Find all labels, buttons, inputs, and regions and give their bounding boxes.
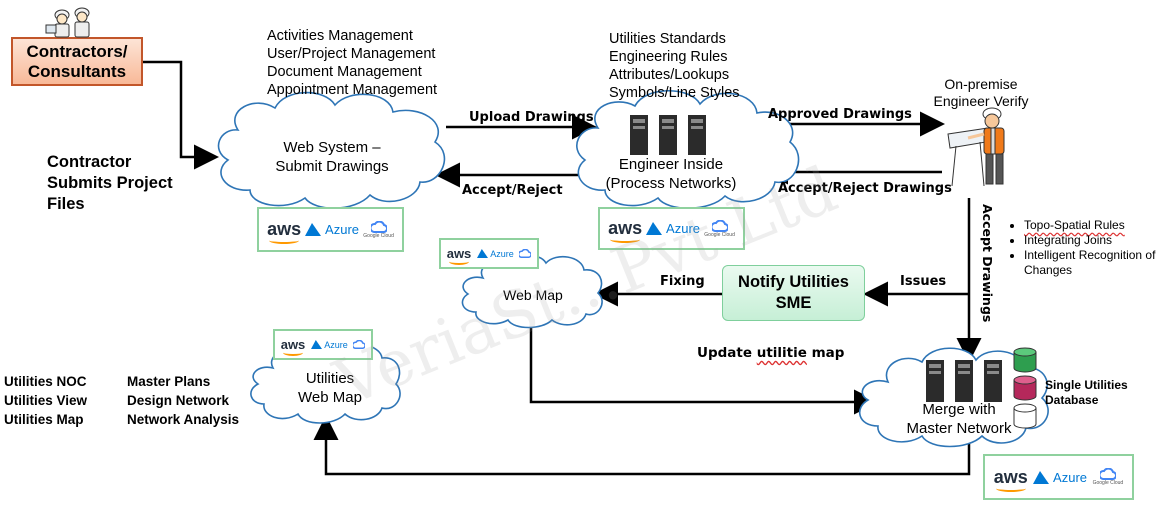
feature-document: Document Management bbox=[267, 64, 422, 80]
google-cloud-logo: Google Cloud bbox=[363, 220, 394, 239]
google-cloud-logo: Google Cloud bbox=[1093, 468, 1123, 486]
web-system-features: Activities Management User/Project Manag… bbox=[267, 27, 437, 99]
azure-icon bbox=[305, 223, 322, 236]
rule-integrating-joins: Integrating Joins bbox=[1024, 233, 1160, 248]
aws-logo: aws bbox=[267, 219, 301, 244]
item-utilities-view: Utilities View bbox=[4, 393, 88, 408]
azure-logo: Azure bbox=[1033, 470, 1087, 485]
cloud-providers-web-system: aws Azure Google Cloud bbox=[257, 207, 404, 252]
planning-list: Master Plans Design Network Network Anal… bbox=[127, 372, 239, 429]
contractor-submits-text: Contractor Submits Project Files bbox=[47, 153, 173, 213]
engineer-servers-icon bbox=[630, 115, 706, 155]
label-approved-drawings: Approved Drawings bbox=[768, 107, 912, 122]
rule-intelligent-recognition: Intelligent Recognition of Changes bbox=[1024, 248, 1160, 278]
google-cloud-icon bbox=[519, 249, 532, 258]
azure-icon bbox=[646, 222, 663, 235]
contractors-label: Contractors/ Consultants bbox=[26, 41, 128, 81]
cloud-providers-merge: aws Azure Google Cloud bbox=[983, 454, 1134, 500]
cloud-providers-utilities-web-map: aws Azure bbox=[273, 329, 373, 360]
aws-logo: aws bbox=[447, 246, 471, 265]
merge-servers-icon bbox=[926, 360, 1002, 402]
feature-user-project: User/Project Management bbox=[267, 46, 436, 62]
item-design-network: Design Network bbox=[127, 393, 230, 408]
arrow-contractor-to-web-system bbox=[143, 60, 219, 170]
item-master-plans: Master Plans bbox=[127, 374, 211, 389]
item-network-analysis: Network Analysis bbox=[127, 412, 240, 427]
google-cloud-logo bbox=[353, 340, 366, 349]
onpremise-text: On-premise Engineer Verify bbox=[933, 76, 1029, 109]
cloud-utilities-web-map-label: Utilities Web Map bbox=[298, 370, 362, 406]
azure-icon bbox=[310, 340, 322, 349]
google-cloud-logo bbox=[519, 249, 532, 258]
update-map-misspelled: utilitie bbox=[756, 345, 807, 361]
engineers-icon bbox=[45, 7, 90, 38]
feature-appointment: Appointment Management bbox=[267, 82, 438, 98]
database-label: Single Utilities Database bbox=[1045, 378, 1128, 407]
google-cloud-icon bbox=[353, 340, 366, 349]
aws-logo: aws bbox=[281, 337, 305, 356]
azure-icon bbox=[476, 249, 488, 258]
label-accept-reject: Accept/Reject bbox=[462, 183, 563, 198]
cloud-web-system-shape bbox=[217, 91, 446, 209]
engineer-drafting-icon bbox=[947, 107, 1005, 187]
label-fixing: Fixing bbox=[660, 274, 705, 289]
contractors-consultants-box: Contractors/ Consultants bbox=[11, 37, 143, 86]
utilities-list: Utilities NOC Utilities View Utilities M… bbox=[4, 372, 87, 429]
azure-logo: Azure bbox=[476, 249, 514, 259]
cloud-providers-engineer: aws Azure Google Cloud bbox=[598, 207, 745, 250]
feature-attributes-lookups: Attributes/Lookups bbox=[609, 67, 730, 83]
label-issues: Issues bbox=[900, 274, 947, 289]
feature-activities: Activities Management bbox=[267, 28, 413, 44]
feature-symbols-line-styles: Symbols/Line Styles bbox=[609, 85, 740, 101]
notify-label: Notify Utilities SME bbox=[738, 273, 849, 312]
google-cloud-icon bbox=[1099, 468, 1116, 480]
cloud-providers-web-map: aws Azure bbox=[439, 238, 539, 269]
azure-logo: Azure bbox=[305, 222, 359, 237]
label-upload-drawings: Upload Drawings bbox=[469, 110, 594, 125]
rule-topo-spatial: Topo-Spatial Rules bbox=[1024, 218, 1160, 233]
label-accept-reject-drawings: Accept/Reject Drawings bbox=[778, 181, 952, 196]
engineer-features: Utilities Standards Engineering Rules At… bbox=[609, 30, 740, 102]
feature-utilities-standards: Utilities Standards bbox=[609, 31, 726, 47]
azure-icon bbox=[1033, 470, 1050, 484]
aws-logo: aws bbox=[994, 467, 1028, 492]
cloud-merge-label: Merge with Master Network bbox=[906, 401, 1012, 437]
arrow-webmap-to-merge bbox=[529, 322, 879, 415]
label-accept-drawings: Accept Drawings bbox=[980, 204, 995, 323]
cloud-web-system-label: Web System – Submit Drawings bbox=[275, 139, 389, 175]
notify-utilities-sme-box: Notify Utilities SME bbox=[722, 265, 865, 321]
feature-engineering-rules: Engineering Rules bbox=[609, 49, 728, 65]
azure-logo: Azure bbox=[310, 340, 348, 350]
update-map-prefix: Update bbox=[697, 345, 757, 361]
update-utilitie-map-text: Update utilitie map bbox=[697, 345, 844, 361]
google-cloud-icon bbox=[711, 219, 728, 232]
rules-list: Topo-Spatial Rules Integrating Joins Int… bbox=[1010, 218, 1160, 278]
aws-logo: aws bbox=[608, 218, 642, 243]
item-utilities-noc: Utilities NOC bbox=[4, 374, 87, 389]
update-map-suffix: map bbox=[806, 345, 845, 361]
google-cloud-icon bbox=[370, 220, 387, 233]
cloud-web-map-label: Web Map bbox=[503, 287, 563, 303]
azure-logo: Azure bbox=[646, 221, 700, 236]
item-utilities-map: Utilities Map bbox=[4, 412, 84, 427]
database-icon bbox=[1013, 347, 1037, 429]
arrow-merge-to-utilities-web-map bbox=[313, 415, 971, 476]
cloud-engineer-label: Engineer Inside (Process Networks) bbox=[605, 156, 737, 192]
google-cloud-logo: Google Cloud bbox=[704, 219, 735, 238]
